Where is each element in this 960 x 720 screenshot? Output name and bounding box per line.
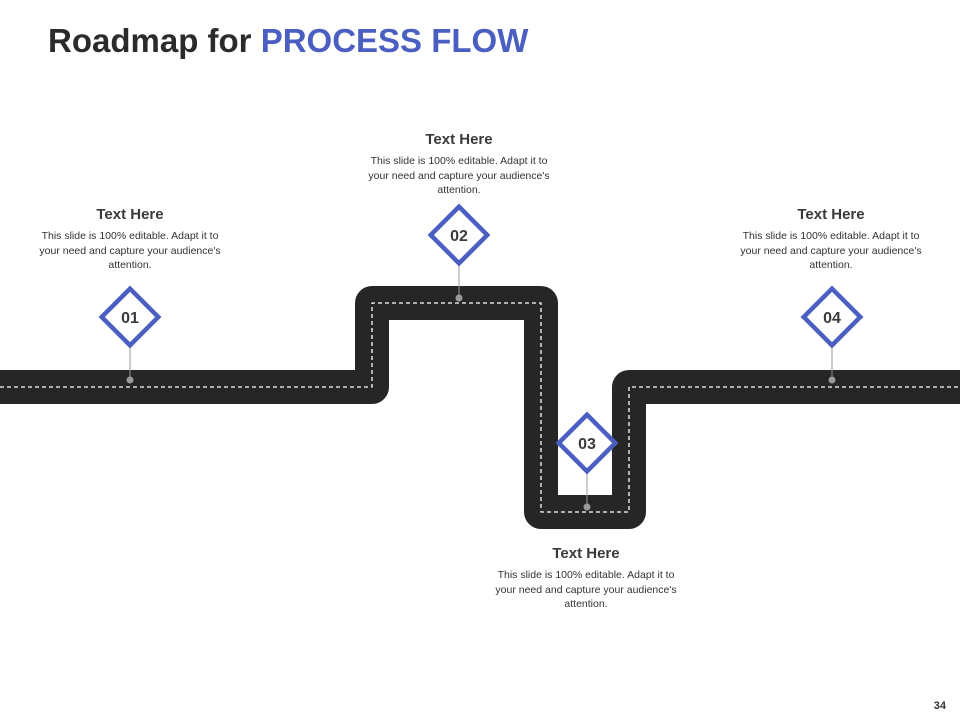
page-number: 34: [933, 700, 946, 712]
marker-number: 03: [578, 436, 596, 453]
marker-number: 04: [823, 310, 841, 327]
milestone-marker-02: 02: [427, 203, 491, 302]
step-01-text: Text Here This slide is 100% editable. A…: [30, 206, 230, 273]
step-description: This slide is 100% editable. Adapt it to…: [368, 155, 550, 196]
marker-number: 01: [121, 310, 139, 327]
page-title: Roadmap for PROCESS FLOW: [48, 22, 528, 60]
marker-diamond: [800, 285, 864, 349]
step-heading: Text Here: [552, 545, 620, 562]
step-04-text: Text Here This slide is 100% editable. A…: [731, 206, 931, 273]
marker-dot: [583, 503, 591, 511]
step-02-text: Text Here This slide is 100% editable. A…: [359, 131, 559, 198]
step-description: This slide is 100% editable. Adapt it to…: [740, 230, 922, 271]
title-accent: PROCESS FLOW: [260, 22, 529, 59]
marker-diamond: [555, 411, 619, 475]
milestone-marker-01: 01: [98, 285, 162, 384]
step-03-text: Text Here This slide is 100% editable. A…: [486, 545, 686, 612]
title-prefix: Roadmap for: [48, 22, 261, 59]
marker-diamond: [98, 285, 162, 349]
step-heading: Text Here: [797, 206, 865, 223]
marker-dot: [828, 376, 836, 384]
road-center-line: [0, 302, 960, 513]
marker-number: 02: [450, 228, 468, 245]
milestone-marker-03: 03: [555, 411, 619, 511]
marker-diamond: [427, 203, 491, 267]
step-heading: Text Here: [96, 206, 164, 223]
step-heading: Text Here: [425, 131, 493, 148]
marker-dot: [126, 376, 134, 384]
marker-dot: [455, 294, 463, 302]
milestone-marker-04: 04: [800, 285, 864, 384]
step-description: This slide is 100% editable. Adapt it to…: [39, 230, 221, 271]
step-description: This slide is 100% editable. Adapt it to…: [495, 569, 677, 610]
